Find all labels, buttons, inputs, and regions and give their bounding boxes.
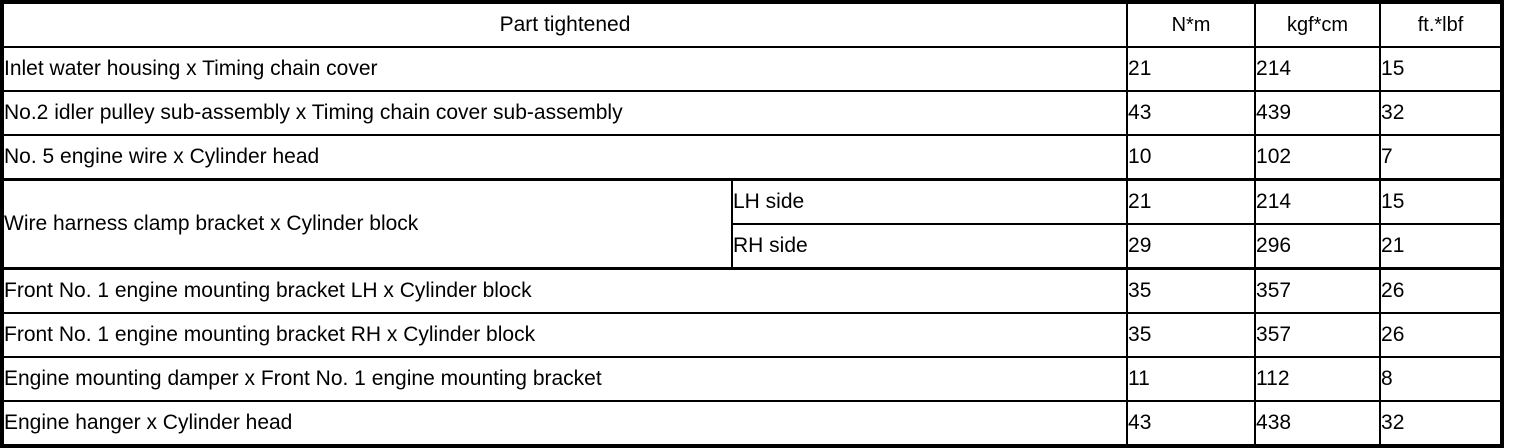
cell-torque-kgfcm: 357: [1254, 267, 1382, 314]
cell-part-name-merged: Wire harness clamp bracket x Cylinder bl…: [1, 178, 733, 270]
cell-torque-nm: 43: [1126, 400, 1257, 447]
cell-torque-nm: 43: [1126, 90, 1257, 136]
cell-torque-nm: 11: [1126, 356, 1257, 402]
cell-torque-nm: 35: [1126, 312, 1257, 358]
table-row: Front No. 1 engine mounting bracket LH x…: [0, 267, 1504, 314]
column-header-foot-pound-force: ft.*lbf: [1379, 1, 1504, 48]
cell-torque-ftlbf: 15: [1379, 178, 1504, 225]
cell-torque-kgfcm: 112: [1254, 356, 1382, 402]
table-row: Engine hanger x Cylinder head 43 438 32: [0, 400, 1504, 447]
cell-torque-kgfcm: 214: [1254, 46, 1382, 92]
cell-torque-kgfcm: 102: [1254, 134, 1382, 181]
table-row: Front No. 1 engine mounting bracket RH x…: [0, 312, 1504, 358]
cell-torque-kgfcm: 438: [1254, 400, 1382, 447]
cell-torque-nm: 21: [1126, 46, 1257, 92]
table-header: Part tightened N*m kgf*cm ft.*lbf: [0, 1, 1504, 48]
cell-part-name: Engine mounting damper x Front No. 1 eng…: [0, 356, 1129, 402]
header-row: Part tightened N*m kgf*cm ft.*lbf: [0, 1, 1504, 48]
table-row: No. 5 engine wire x Cylinder head 10 102…: [0, 134, 1504, 181]
cell-torque-nm: 29: [1126, 223, 1257, 270]
table-row: Engine mounting damper x Front No. 1 eng…: [0, 356, 1504, 402]
cell-torque-kgfcm: 214: [1254, 178, 1382, 225]
cell-torque-ftlbf: 32: [1379, 90, 1504, 136]
cell-torque-ftlbf: 32: [1379, 400, 1504, 447]
cell-part-name: Front No. 1 engine mounting bracket RH x…: [0, 312, 1129, 358]
column-header-part-tightened: Part tightened: [0, 1, 1129, 48]
cell-torque-ftlbf: 8: [1379, 356, 1504, 402]
table-row: RH side 29 296 21: [2, 223, 1504, 270]
cell-torque-ftlbf: 21: [1379, 223, 1504, 270]
cell-torque-ftlbf: 26: [1379, 267, 1504, 314]
cell-part-name: Front No. 1 engine mounting bracket LH x…: [0, 267, 1129, 314]
table-row: Wire harness clamp bracket x Cylinder bl…: [1, 178, 1504, 270]
cell-torque-ftlbf: 15: [1379, 46, 1504, 92]
cell-torque-ftlbf: 7: [1379, 134, 1504, 181]
cell-torque-ftlbf: 26: [1379, 312, 1504, 358]
cell-torque-kgfcm: 357: [1254, 312, 1382, 358]
column-header-kilogram-force-centimeter: kgf*cm: [1254, 1, 1382, 48]
cell-torque-nm: 21: [1126, 178, 1257, 225]
cell-torque-nm: 35: [1126, 267, 1257, 314]
cell-side-variant: RH side: [730, 223, 1129, 270]
cell-torque-kgfcm: 296: [1254, 223, 1382, 270]
cell-part-name: Engine hanger x Cylinder head: [0, 400, 1129, 447]
table-body: Inlet water housing x Timing chain cover…: [0, 46, 1504, 447]
cell-part-name: No. 5 engine wire x Cylinder head: [0, 134, 1129, 181]
cell-torque-kgfcm: 439: [1254, 90, 1382, 136]
column-header-newton-meter: N*m: [1126, 1, 1257, 48]
cell-torque-nm: 10: [1126, 134, 1257, 181]
cell-part-name: No.2 idler pulley sub-assembly x Timing …: [0, 90, 1129, 136]
cell-side-variant: LH side: [730, 178, 1129, 225]
table-row: No.2 idler pulley sub-assembly x Timing …: [0, 90, 1504, 136]
table-row: Inlet water housing x Timing chain cover…: [0, 46, 1504, 92]
cell-part-name: Inlet water housing x Timing chain cover: [0, 46, 1129, 92]
